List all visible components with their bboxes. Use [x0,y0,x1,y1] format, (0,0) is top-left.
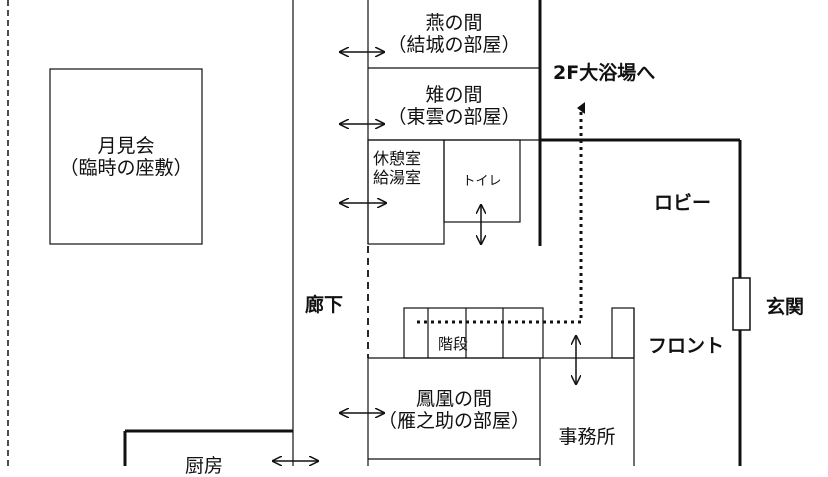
hina-room-label: 雉の間 （東雲の部屋） [368,84,540,128]
houou-room-label: 鳳凰の間 （雁之助の部屋） [368,388,540,432]
kyukei-room-label: 休憩室 給湯室 [373,149,421,187]
tsukimi-room-name: 月見会 [97,135,155,157]
floor-plan [7,0,751,466]
tsubame-room-sub: （結城の部屋） [387,34,521,56]
houou-room-name: 鳳凰の間 [415,388,492,410]
path-to-bath [417,102,585,324]
front-desk-label: フロント [648,335,725,357]
office-label: 事務所 [558,426,616,448]
entrance-door [732,277,751,331]
corridor-label: 廊下 [305,294,344,316]
kyukei-room-name: 休憩室 [373,149,422,168]
lobby-label: ロビー [654,192,712,214]
hina-room-name: 雉の間 [425,84,483,106]
tsukimi-room-sub: （臨時の座敷） [59,157,193,179]
hina-room-sub: （東雲の部屋） [387,106,521,128]
houou-room-sub: （雁之助の部屋） [377,410,530,432]
bottom-left-room-label: 厨房 [185,455,224,477]
bath-direction-label: 2F大浴場へ [553,62,656,84]
stairs-block [403,307,544,359]
toilet-room-label: トイレ [462,174,502,189]
stairs-label: 階段 [438,335,469,353]
tsukimi-room [49,68,203,245]
kyukei-room-sub: 給湯室 [373,168,422,187]
tsukimi-room-label: 月見会 （臨時の座敷） [50,135,202,179]
entrance-label: 玄関 [766,296,805,318]
tsubame-room-name: 燕の間 [425,12,483,34]
front-pillar [611,307,635,359]
tsubame-room-label: 燕の間 （結城の部屋） [368,12,540,56]
